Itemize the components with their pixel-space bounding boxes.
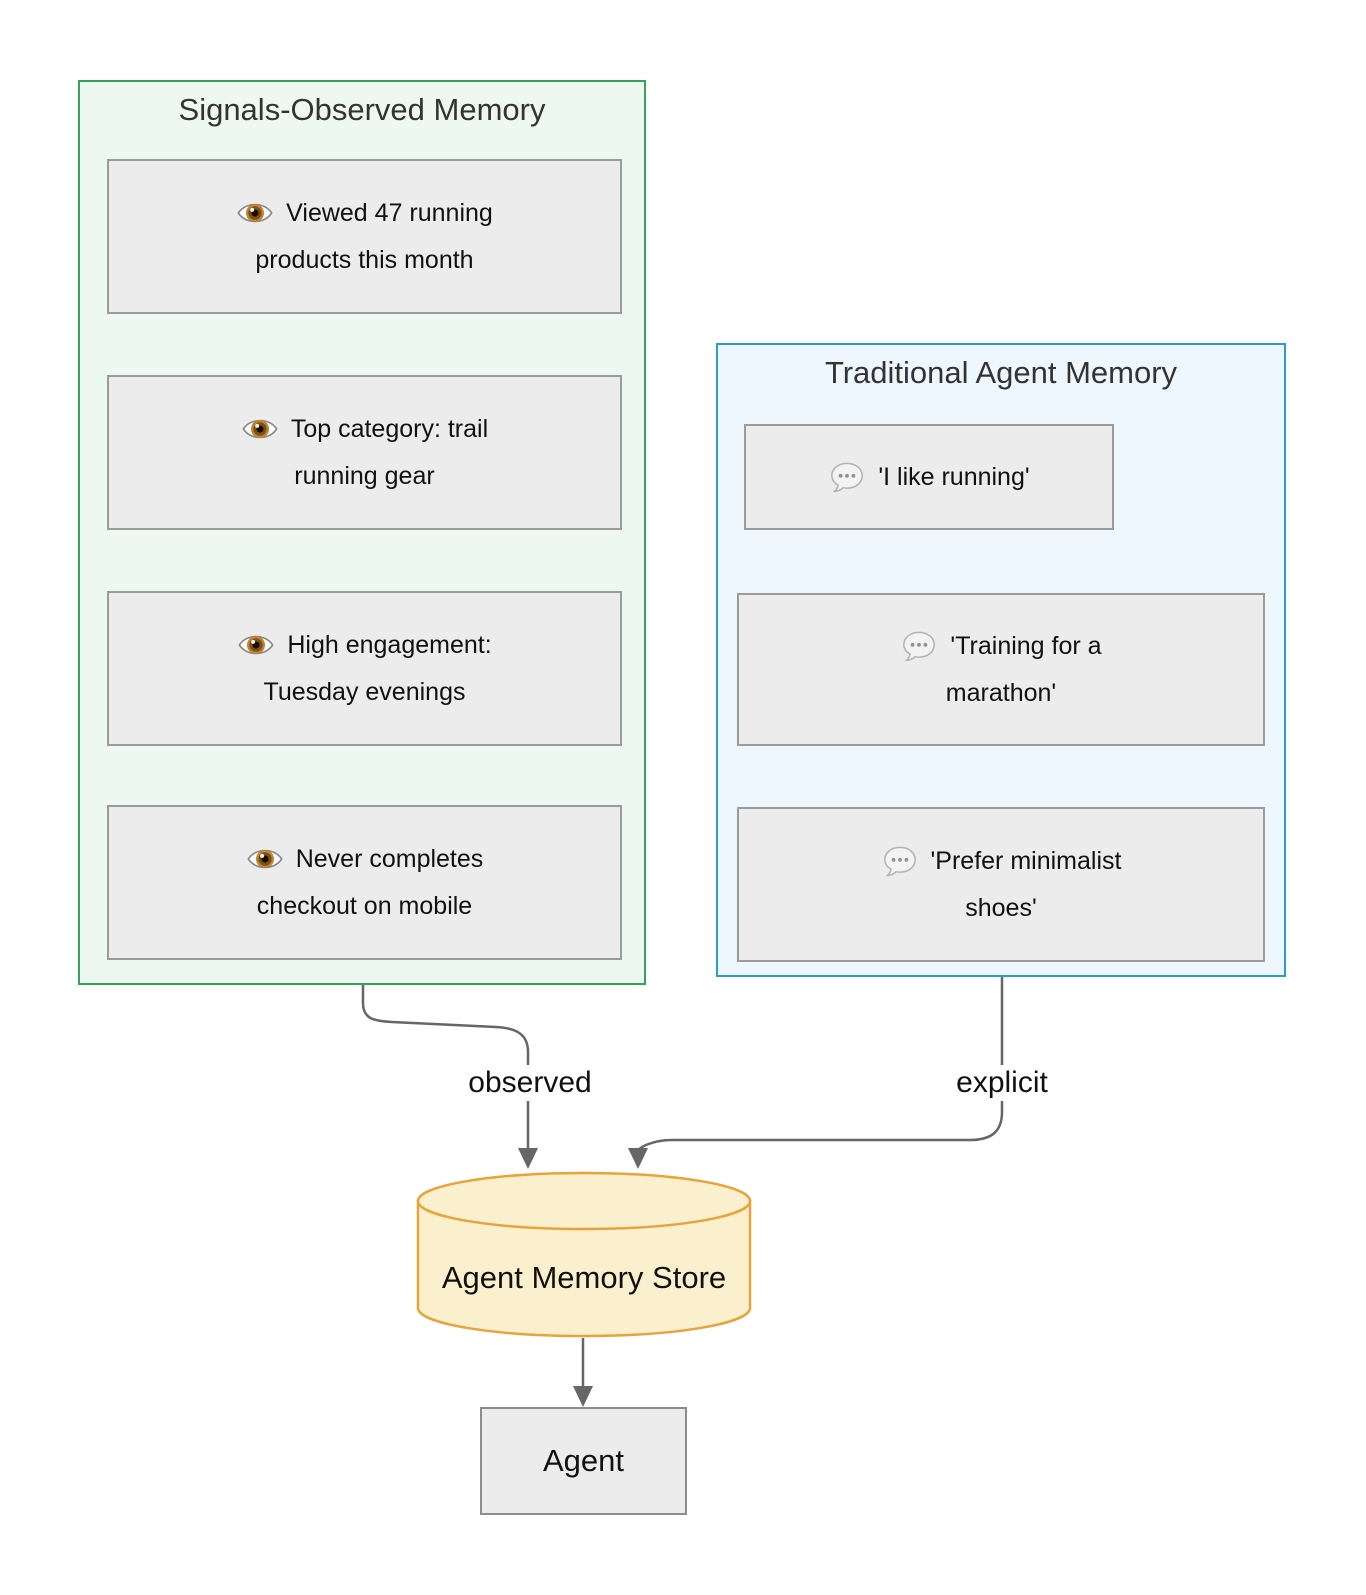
eye-icon [236, 194, 274, 232]
node-prefer-minimalist-shoes: 'Prefer minimalist shoes' [737, 807, 1265, 962]
eye-icon [237, 626, 275, 664]
node-text-line: products this month [255, 245, 474, 274]
arrowhead-store-agent [573, 1386, 593, 1407]
node-text-line: 'I like running' [878, 462, 1030, 491]
speech-balloon-icon [881, 842, 919, 880]
edge-label-observed: observed [458, 1065, 602, 1101]
node-i-like-running: 'I like running' [744, 424, 1114, 530]
eye-icon [241, 410, 279, 448]
agent-label: Agent [542, 1443, 624, 1478]
arrowhead-observed [518, 1148, 538, 1169]
node-high-engagement: High engagement: Tuesday evenings [107, 591, 622, 746]
node-text-line: running gear [294, 461, 435, 490]
node-text-line: Top category: trail [290, 414, 489, 443]
group-signals-observed-memory: Signals-Observed Memory Viewed 47 runnin… [78, 80, 646, 985]
node-text-line: marathon' [945, 678, 1057, 707]
edge-explicit [636, 977, 1004, 1153]
arrowhead-explicit [628, 1148, 648, 1169]
node-text-line: shoes' [965, 893, 1037, 922]
speech-balloon-icon [828, 458, 866, 496]
eye-icon [246, 840, 284, 878]
node-agent: Agent [480, 1407, 687, 1515]
node-text-line: Viewed 47 running [286, 198, 493, 227]
group-title: Signals-Observed Memory [178, 92, 546, 127]
edge-observed [361, 985, 530, 1150]
speech-balloon-icon [900, 627, 938, 665]
node-text-line: 'Prefer minimalist [930, 846, 1122, 875]
node-never-completes-checkout: Never completes checkout on mobile [107, 805, 622, 960]
node-text-line: 'Training for a [950, 631, 1102, 660]
memory-store-cylinder [416, 1171, 752, 1338]
group-title: Traditional Agent Memory [824, 355, 1178, 390]
node-training-for-marathon: 'Training for a marathon' [737, 593, 1265, 746]
node-text-line: High engagement: [287, 630, 492, 659]
edge-label-explicit: explicit [946, 1065, 1058, 1101]
node-text-line: Tuesday evenings [263, 677, 466, 706]
group-traditional-agent-memory: Traditional Agent Memory 'I like running… [716, 343, 1286, 977]
node-viewed-products: Viewed 47 running products this month [107, 159, 622, 314]
memory-store-label: Agent Memory Store [441, 1260, 727, 1295]
node-top-category: Top category: trail running gear [107, 375, 622, 530]
node-text-line: checkout on mobile [256, 891, 473, 920]
node-text-line: Never completes [295, 844, 484, 873]
